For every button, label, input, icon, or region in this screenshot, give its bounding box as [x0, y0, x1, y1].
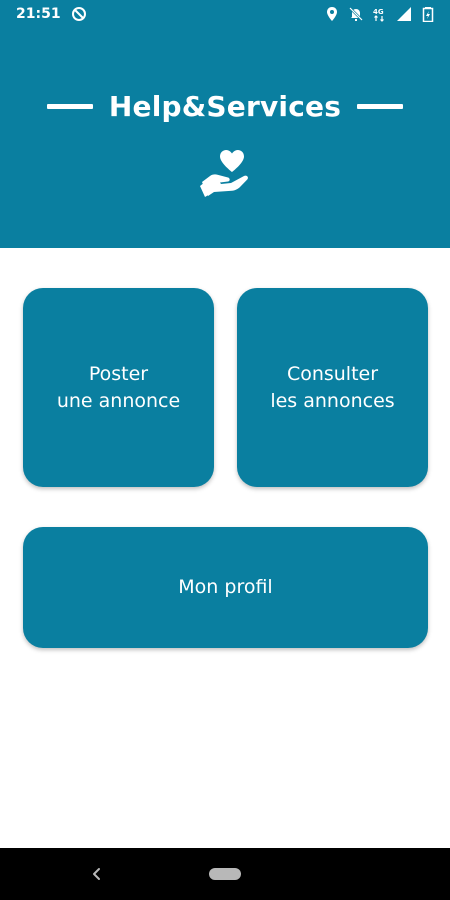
back-chevron-icon[interactable]	[88, 864, 106, 884]
status-left: 21:51	[16, 6, 87, 22]
hand-heart-icon	[200, 150, 248, 197]
post-ad-button[interactable]: Poster une annonce	[23, 288, 214, 487]
app-title: Help&Services	[108, 90, 342, 123]
post-ad-label-line1: Poster	[88, 362, 149, 385]
post-ad-label-line2: une annonce	[56, 389, 181, 412]
title-left-rule	[46, 104, 93, 109]
view-ads-label-line2: les annonces	[270, 389, 395, 412]
my-profile-label: Mon profil	[178, 576, 273, 598]
view-ads-label-line1: Consulter	[286, 362, 379, 385]
my-profile-button[interactable]: Mon profil	[23, 527, 428, 648]
notifications-off-icon	[349, 7, 363, 21]
network-label: 4G	[373, 8, 384, 16]
view-ads-button[interactable]: Consulter les annonces	[237, 288, 428, 487]
sync-disabled-icon	[71, 7, 86, 21]
cell-signal-icon	[397, 7, 411, 21]
status-time: 21:51	[16, 6, 61, 22]
title-row: Help&Services	[0, 90, 450, 123]
location-icon	[327, 7, 337, 21]
title-right-rule	[357, 104, 404, 109]
battery-icon	[422, 7, 434, 22]
status-bar: 21:51 4G	[0, 0, 450, 28]
app-header: Help&Services	[0, 28, 450, 248]
status-right: 4G	[324, 6, 436, 22]
home-pill-icon[interactable]	[209, 868, 241, 880]
system-nav-bar	[0, 848, 450, 900]
4g-signal-icon: 4G	[373, 8, 384, 22]
